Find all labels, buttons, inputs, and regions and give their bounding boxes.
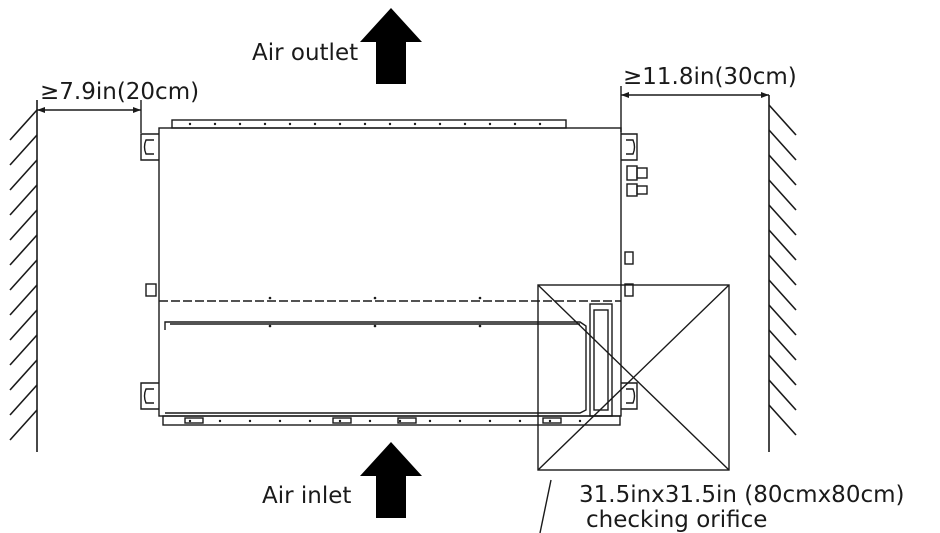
right-wall [768,95,797,452]
air-outlet-arrow-icon [360,8,422,84]
right-clearance-dimension [620,86,769,132]
orifice-size-label: 31.5inx31.5in (80cmx80cm) [579,482,904,508]
pipe-connection-icons [145,165,648,297]
air-inlet-arrow-icon [360,442,422,518]
checking-orifice [537,284,730,533]
air-inlet-label: Air inlet [262,483,351,509]
left-clearance-dimension [37,100,142,133]
hanger-bracket-icons [140,133,638,410]
air-outlet-label: Air outlet [252,40,358,66]
left-clearance-label: ≥7.9in(20cm) [40,79,199,105]
orifice-name-label: checking orifice [586,507,767,533]
indoor-unit [158,119,622,426]
left-wall [9,100,38,452]
right-clearance-label: ≥11.8in(30cm) [623,64,797,90]
